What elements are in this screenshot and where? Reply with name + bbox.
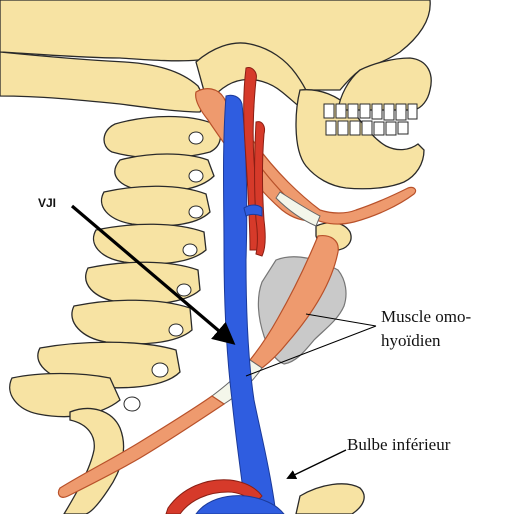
omohyoid-inferior-belly [57,395,226,498]
bulbe-arrow [286,449,347,480]
lower-teeth [325,120,409,136]
vji-label: VJI [38,196,57,210]
vji-arrow [70,204,236,345]
omohyoid-callout-line [245,313,377,377]
omohyoid-label-line1: Muscle omo- [381,307,472,326]
digastric-muscle [225,96,417,225]
external-carotid-artery [254,121,266,257]
omohyoid-superior-belly [249,235,339,369]
facial-vein-branch [243,204,263,217]
brachiocephalic-vein [195,495,286,515]
bulbe-inferieur-label: Bulbe inférieur [347,435,451,454]
cervical-vertebrae [9,115,221,418]
omohyoid-label-line2: hyoïdien [381,331,441,350]
first-rib [62,407,125,515]
upper-teeth [323,103,418,121]
maxilla [337,57,432,111]
stylohyoid-tendon [275,191,321,227]
sternum-clavicle [295,483,365,515]
